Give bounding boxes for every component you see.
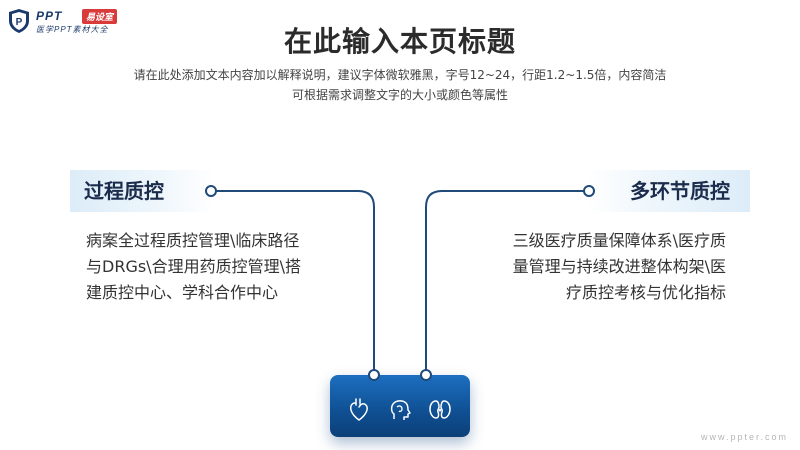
right-section-text: 三级医疗质量保障体系\医疗质 量管理与持续改进整体构架\医 疗质控考核与优化指标 xyxy=(466,228,726,306)
head-icon xyxy=(390,400,411,420)
shield-logo-icon: P xyxy=(9,9,29,33)
subtitle-line-2: 可根据需求调整文字的大小或颜色等属性 xyxy=(291,88,508,102)
left-text-line: 与DRGs\合理用药质控管理\搭 xyxy=(86,257,301,276)
logo: P PPT 易设室 医学PPT素材大全 xyxy=(8,8,138,36)
right-label-dot xyxy=(583,185,595,197)
panel-right-dot xyxy=(420,369,432,381)
right-section-label: 多环节质控 xyxy=(588,170,750,212)
left-connector xyxy=(216,190,375,374)
logo-subtitle: 医学PPT素材大全 xyxy=(36,25,109,34)
logo-badge: 易设室 xyxy=(82,9,118,24)
page-title: 在此输入本页标题 xyxy=(283,25,516,58)
logo-title: PPT xyxy=(36,9,63,23)
kidney-icon xyxy=(429,400,451,419)
left-section-text: 病案全过程质控管理\临床路径 与DRGs\合理用药质控管理\搭 建质控中心、学科… xyxy=(86,228,346,306)
right-text-line: 三级医疗质量保障体系\医疗质 xyxy=(512,231,726,250)
right-text-line: 疗质控考核与优化指标 xyxy=(565,283,726,302)
heart-icon xyxy=(350,398,368,421)
left-text-line: 病案全过程质控管理\临床路径 xyxy=(86,231,300,250)
left-label-dot xyxy=(205,185,217,197)
panel-left-dot xyxy=(368,369,380,381)
right-text-line: 量管理与持续改进整体构架\医 xyxy=(512,257,726,276)
left-text-line: 建质控中心、学科合作中心 xyxy=(86,283,279,302)
watermark: www.ppter.com xyxy=(700,432,788,442)
left-section-label: 过程质控 xyxy=(70,170,214,212)
svg-text:P: P xyxy=(16,17,23,28)
subtitle-line-1: 请在此处添加文本内容加以解释说明，建议字体微软雅黑，字号12~24，行距1.2~… xyxy=(133,68,667,82)
organ-icon-panel xyxy=(330,375,470,437)
right-connector xyxy=(425,190,584,374)
